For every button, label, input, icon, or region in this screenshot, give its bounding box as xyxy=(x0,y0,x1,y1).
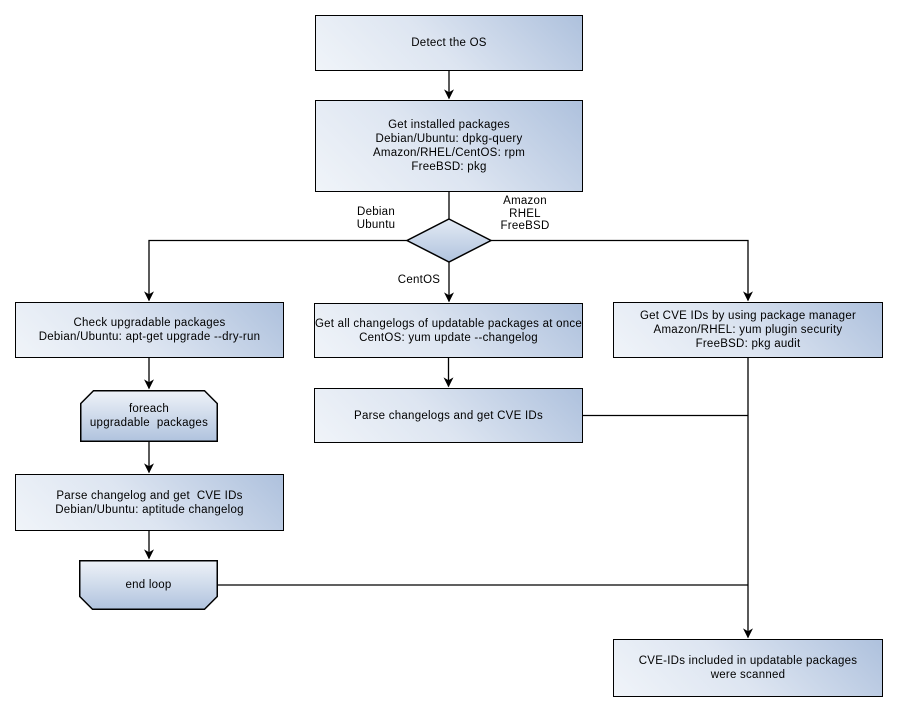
node-get-all-changelogs: Get all changelogs of updatable packages… xyxy=(314,303,583,358)
node-end-loop: end loop xyxy=(79,560,218,610)
loop-begin-shape xyxy=(80,390,218,442)
node-check-upgradable: Check upgradable packages Debian/Ubuntu:… xyxy=(15,302,284,358)
node-line: Parse changelog and get CVE IDs xyxy=(56,489,243,502)
node-line: FreeBSD: pkg audit xyxy=(695,338,801,350)
node-line: Debian/Ubuntu: apt-get upgrade --dry-run xyxy=(38,331,261,343)
node-line: CentOS: yum update --changelog xyxy=(359,331,538,344)
node-line: CVE-IDs included in updatable packages xyxy=(638,655,858,667)
edge-label-amazon-rhel-freebsd: Amazon RHEL FreeBSD xyxy=(500,195,550,232)
connector-decision-to-check-upgradable xyxy=(144,239,407,302)
node-foreach-loop-begin: foreach upgradable packages xyxy=(80,390,218,442)
node-line: Get CVE IDs by using package manager xyxy=(639,310,857,322)
node-get-installed-packages: Get installed packages Debian/Ubuntu: dp… xyxy=(315,100,583,192)
node-line: Check upgradable packages xyxy=(73,317,226,329)
node-line: Amazon/RHEL/CentOS: rpm xyxy=(372,147,526,159)
node-line: Get installed packages xyxy=(388,119,510,131)
os-decision-diamond xyxy=(405,218,493,263)
connector-decision-to-get-cve xyxy=(491,239,753,302)
node-line: Parse changelogs and get CVE IDs xyxy=(354,409,543,422)
node-line: FreeBSD: pkg xyxy=(411,161,487,173)
node-scan-result: CVE-IDs included in updatable packages w… xyxy=(613,639,883,697)
node-line: were scanned xyxy=(710,669,786,681)
edge-label-centos: CentOS xyxy=(397,274,441,286)
node-line: Get all changelogs of updatable packages… xyxy=(314,317,583,330)
node-parse-changelogs-centos: Parse changelogs and get CVE IDs xyxy=(314,388,583,443)
node-line: foreach xyxy=(128,403,170,415)
edge-label-debian-ubuntu: Debian Ubuntu xyxy=(356,206,396,231)
node-line: upgradable packages xyxy=(89,417,209,429)
node-line: Debian/Ubuntu: aptitude changelog xyxy=(55,503,244,516)
node-line: end loop xyxy=(125,579,172,591)
node-line: Debian/Ubuntu: dpkg-query xyxy=(375,133,523,145)
node-line: Detect the OS xyxy=(411,37,487,49)
node-detect-os: Detect the OS xyxy=(315,15,583,71)
node-parse-changelog-deb: Parse changelog and get CVE IDs Debian/U… xyxy=(15,474,284,531)
loop-end-shape xyxy=(79,560,218,610)
node-line: Amazon/RHEL: yum plugin security xyxy=(653,324,843,336)
node-get-cve-pkg-manager: Get CVE IDs by using package manager Ama… xyxy=(613,302,883,358)
